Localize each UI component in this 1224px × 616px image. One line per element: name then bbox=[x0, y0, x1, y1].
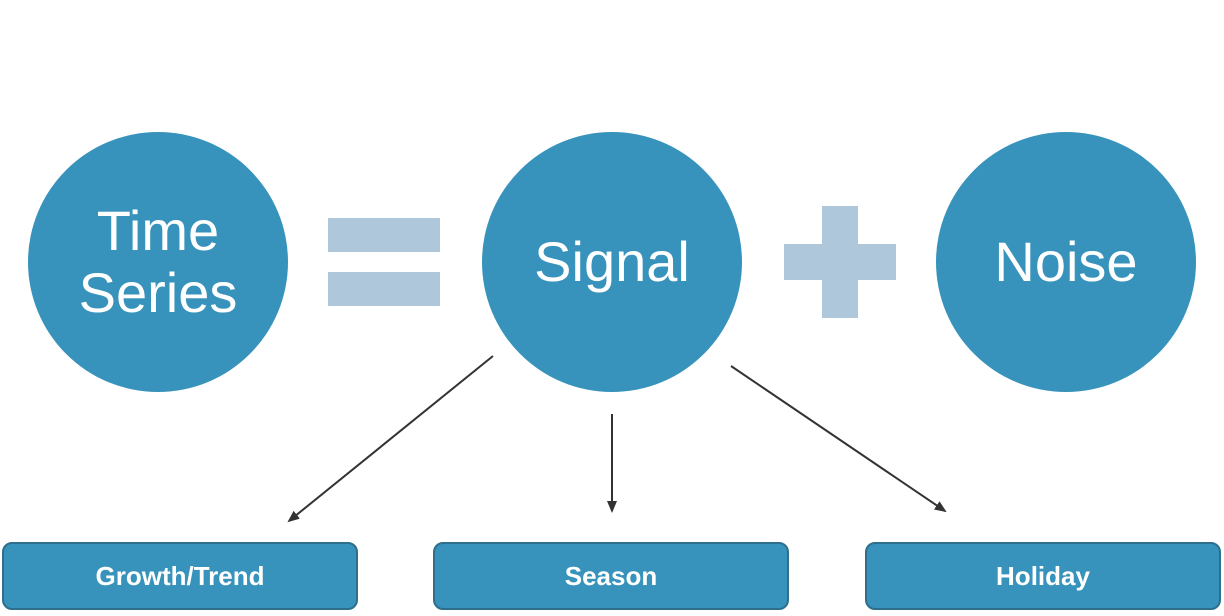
signal-node: Signal bbox=[482, 132, 742, 392]
arrow-to-holiday bbox=[730, 365, 947, 513]
growth-trend-box: Growth/Trend bbox=[2, 542, 358, 610]
arrow-to-growth-trend bbox=[287, 355, 494, 523]
equals-top-bar bbox=[328, 218, 440, 252]
noise-node: Noise bbox=[936, 132, 1196, 392]
time-series-node: Time Series bbox=[28, 132, 288, 392]
plus-sign bbox=[784, 206, 896, 318]
equals-bottom-bar bbox=[328, 272, 440, 306]
equals-sign bbox=[328, 218, 440, 306]
plus-vertical-bar bbox=[822, 206, 858, 318]
holiday-box: Holiday bbox=[865, 542, 1221, 610]
season-box: Season bbox=[433, 542, 789, 610]
